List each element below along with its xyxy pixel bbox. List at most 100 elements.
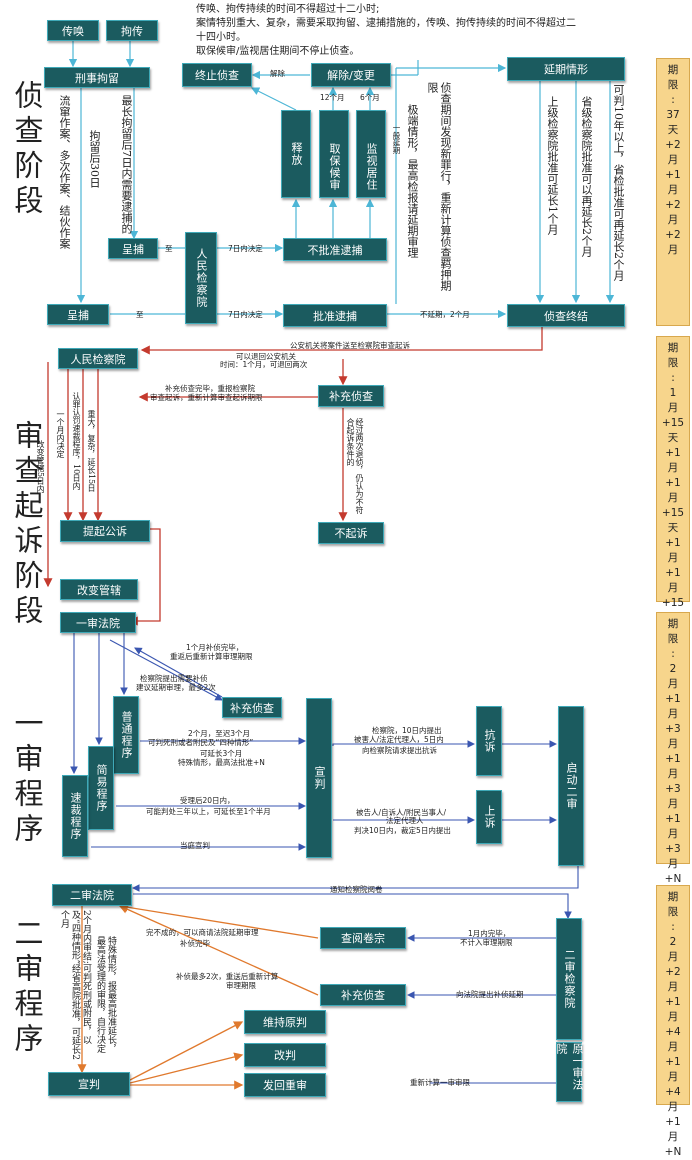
submit-arrest-box-2[interactable]: 呈捕 (47, 304, 109, 325)
original-court-box[interactable]: 原一审法院 (555, 1042, 584, 1102)
surveillance-box[interactable]: 监视居住 (356, 110, 386, 198)
twelve-month-label: 12个月 (320, 93, 345, 102)
appeal-note-1: 被告人/自诉人/附民当事人/ (356, 808, 447, 817)
compel-box[interactable]: 拘传 (106, 20, 158, 41)
resubmit-label-2: 审查起诉，重新计算审查起诉期限 (150, 393, 263, 402)
no-prosecution-note: 经过两次退侦，仍认为不符合起诉条件的 (346, 418, 364, 514)
speedy-procedure-label: 速裁程序 (69, 792, 82, 840)
change-jurisdiction-box[interactable]: 改变管辖 (60, 579, 138, 600)
procuratorate-box[interactable]: 人民检察院 (185, 232, 217, 324)
simple-procedure-box[interactable]: 简易程序 (88, 746, 114, 830)
remand-box[interactable]: 发回重审 (244, 1073, 326, 1097)
flow-arrows (43, 40, 615, 1090)
period-investigation-token: 天 (667, 124, 679, 136)
no-prosecution-box[interactable]: 不起诉 (318, 522, 384, 544)
second-procuratorate-box[interactable]: 二审检察院 (556, 918, 582, 1040)
seven-day-label-1: 7日内决定 (228, 244, 263, 253)
investigation-end-box[interactable]: 侦查终结 (507, 304, 625, 327)
period-investigation-token: 期 (667, 64, 679, 76)
period-second-token: 月 (667, 1071, 679, 1083)
simple-note-1: 受理后20日内， (180, 796, 235, 805)
second-instance-court-box[interactable]: 二审法院 (52, 884, 132, 906)
period-second-token: 月 (667, 1101, 679, 1113)
period-review-token: : (671, 372, 675, 384)
six-month-label: 6个月 (360, 93, 380, 102)
period-investigation-token: +2 (665, 199, 681, 211)
ordinary-note-4: 特殊情形，最高法批准+N (178, 758, 265, 767)
first-verdict-label: 宣判 (313, 766, 326, 790)
review-note-change: 改变管辖5日内 (36, 440, 45, 494)
new-crime-note: 侦查期间发现新罪行，重新计算侦查羁押期限 (426, 82, 452, 291)
detention-note-1: 流窜作案、多次作案、结伙作案 (58, 95, 71, 249)
period-second-token: 月 (667, 1041, 679, 1053)
second-supplementary-box[interactable]: 补充侦查 (320, 984, 406, 1006)
transfer-label: 公安机关将案件送至检察院审查起诉 (290, 341, 410, 350)
period-review-token: +1 (665, 567, 681, 579)
second-court-note-2: 特殊情形，报最高批准延长，最高法受理的审限，自行决定 (95, 936, 116, 1053)
period-review-token: +15 (661, 417, 685, 429)
not-approve-arrest-box[interactable]: 不批准逮捕 (283, 238, 387, 261)
detention-note-2: 拘留后30日 (88, 130, 101, 188)
first-instance-court-box[interactable]: 一审法院 (60, 612, 136, 633)
period-first-token: 期 (667, 618, 679, 630)
speedy-procedure-box[interactable]: 速裁程序 (62, 775, 88, 857)
first-note-4: 建议延期审理，最多2次 (136, 683, 216, 692)
period-review-token: 限 (667, 357, 679, 369)
notify-label: 通知检察院阅卷 (330, 885, 383, 894)
terminate-investigation-box[interactable]: 终止侦查 (182, 63, 252, 87)
prosecute-box[interactable]: 提起公诉 (60, 520, 150, 542)
procuratorate-label: 人民检察院 (195, 248, 208, 308)
first-verdict-box[interactable]: 宣判 (306, 698, 332, 858)
review-note-month: 一个月内决定 (56, 410, 65, 458)
period-second-token: 期 (667, 891, 679, 903)
first-supplementary-box[interactable]: 补充侦查 (222, 697, 282, 718)
period-second-token: +N (664, 1146, 682, 1158)
review-procuratorate-box[interactable]: 人民检察院 (58, 348, 138, 369)
period-review-token: 月 (667, 582, 679, 594)
period-investigation-token: 限 (667, 79, 679, 91)
period-second-token: 2 (669, 936, 677, 948)
extension-box[interactable]: 延期情形 (507, 57, 625, 81)
appeal-note-2: 法定代理人 (386, 816, 424, 825)
summon-box[interactable]: 传唤 (47, 20, 99, 41)
review-note-2: 不计入审理期限 (460, 938, 513, 947)
approve-arrest-box[interactable]: 批准逮捕 (283, 304, 387, 327)
file-review-box[interactable]: 查阅卷宗 (320, 927, 406, 949)
appeal-box[interactable]: 上诉 (476, 790, 502, 844)
start-second-instance-box[interactable]: 启动二审 (558, 706, 584, 866)
supplementary-investigation-box[interactable]: 补充侦查 (318, 385, 384, 407)
general-extension-label: 一般延期 (392, 124, 401, 154)
ordinary-procedure-box[interactable]: 普通程序 (113, 696, 139, 774)
period-second-token: +1 (665, 1116, 681, 1128)
period-review-token: +1 (665, 477, 681, 489)
period-second-token: : (671, 921, 675, 933)
bail-box[interactable]: 取保候审 (319, 110, 349, 198)
period-review-token: +1 (665, 447, 681, 459)
appeal-label: 上诉 (483, 805, 496, 829)
period-first-token: +1 (665, 753, 681, 765)
period-review-token: 月 (667, 492, 679, 504)
detention-box[interactable]: 刑事拘留 (44, 67, 150, 88)
release-box[interactable]: 释放 (281, 110, 311, 198)
period-review-token: +1 (665, 537, 681, 549)
ordinary-note-3: 可延长3个月 (200, 749, 243, 758)
bail-label: 取保候审 (328, 143, 341, 191)
period-first-token: 月 (667, 678, 679, 690)
period-investigation-token: 月 (667, 184, 679, 196)
second-verdict-box[interactable]: 宣判 (48, 1072, 130, 1096)
return-label-1: 可以退回公安机关 (236, 352, 296, 361)
submit-arrest-box-1[interactable]: 呈捕 (108, 238, 158, 259)
header-line-4: 取保候审/监视居住期间不停止侦查。 (196, 46, 360, 57)
period-review-token: 月 (667, 552, 679, 564)
review-note-1: 1月内完毕， (468, 929, 511, 938)
period-investigation-token: +2 (665, 139, 681, 151)
uphold-box[interactable]: 维持原判 (244, 1010, 326, 1034)
period-review-token: 月 (667, 462, 679, 474)
period-second-token: +1 (665, 996, 681, 1008)
protest-box[interactable]: 抗诉 (476, 706, 502, 776)
lift-change-box[interactable]: 解除/变更 (311, 63, 391, 87)
appeal-note-3: 判决10日内，裁定5日内提出 (354, 826, 451, 835)
speedy-note: 当庭宣判 (180, 841, 210, 850)
revise-box[interactable]: 改判 (244, 1043, 326, 1067)
